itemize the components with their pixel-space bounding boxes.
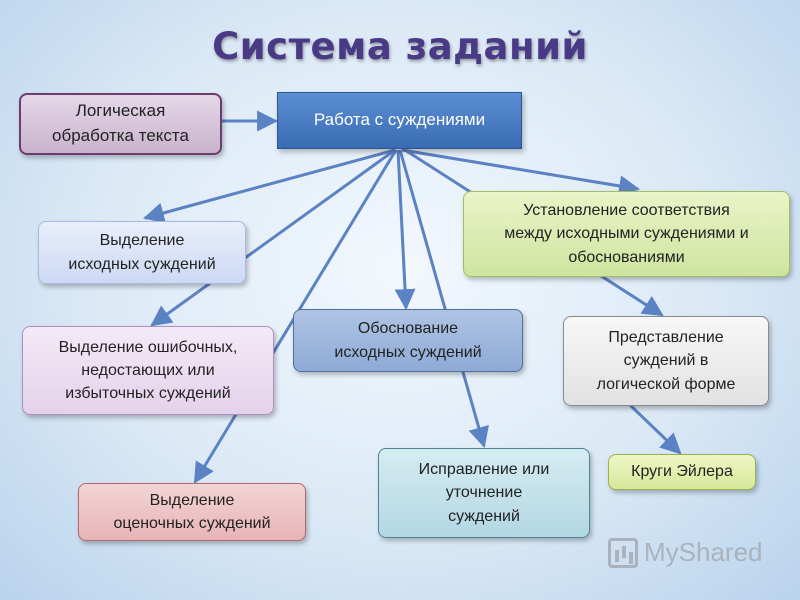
watermark: MyShared xyxy=(608,537,763,568)
node-justification: Обоснование исходных суждений xyxy=(293,309,523,372)
arrow-to-initial xyxy=(142,148,396,224)
arrow-to-correction xyxy=(398,149,489,449)
node-correction: Исправление или уточнение суждений xyxy=(378,448,590,538)
chart-icon xyxy=(608,537,638,568)
node-correspondence: Установление соответствия между исходным… xyxy=(463,191,790,277)
node-logical-text-processing: Логическая обработка текста xyxy=(19,93,222,155)
node-euler-circles: Круги Эйлера xyxy=(608,454,756,490)
node-logical-form: Представление суждений в логической форм… xyxy=(563,316,769,406)
arrow-to-erroneous xyxy=(150,148,396,327)
node-evaluative-judgments: Выделение оценочных суждений xyxy=(78,483,306,541)
page-title: Система заданий xyxy=(212,25,588,68)
node-initial-judgments: Выделение исходных суждений xyxy=(38,221,246,284)
arrow-to-justification xyxy=(394,149,416,311)
node-work-with-judgments: Работа с суждениями xyxy=(277,92,522,149)
node-erroneous-judgments: Выделение ошибочных, недостающих или изб… xyxy=(22,326,274,415)
watermark-label: MyShared xyxy=(644,537,763,567)
arrow-to-correspondence xyxy=(401,148,641,197)
arrow-to-euler xyxy=(628,403,682,455)
